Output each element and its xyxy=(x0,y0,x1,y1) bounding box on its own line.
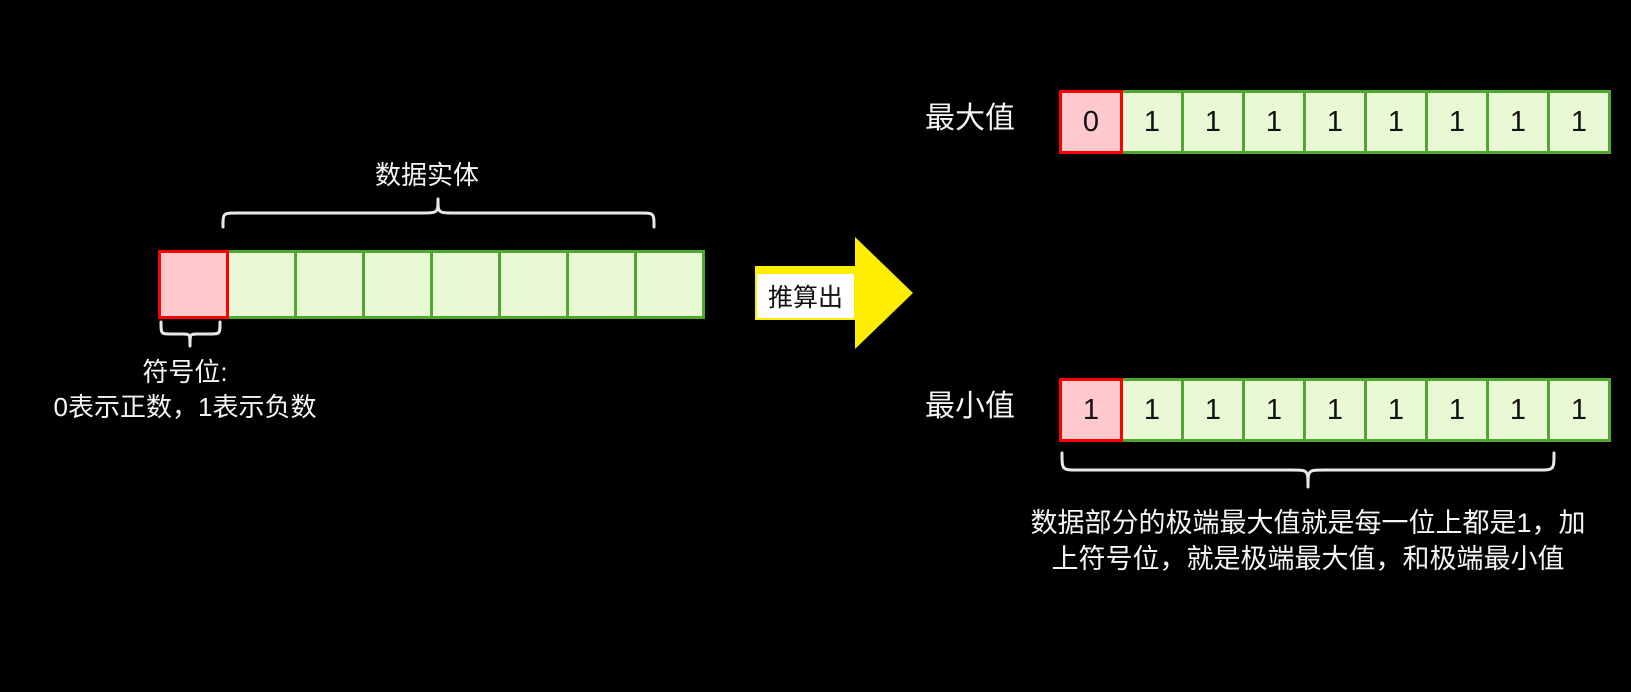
min-data-bit-cell: 1 xyxy=(1242,378,1306,442)
max-data-bit-cell: 1 xyxy=(1120,90,1184,154)
data-bit-cell xyxy=(498,250,569,319)
byte-row xyxy=(158,250,705,319)
max-data-bit-cell: 1 xyxy=(1364,90,1428,154)
max-data-bit-cell: 1 xyxy=(1303,90,1367,154)
min-sign-bit-cell: 1 xyxy=(1059,378,1123,442)
max-value-row: 0 1 1 1 1 1 1 1 1 xyxy=(1059,90,1611,154)
data-bit-cell xyxy=(226,250,297,319)
max-data-bit-cell: 1 xyxy=(1486,90,1550,154)
min-data-bit-cell: 1 xyxy=(1486,378,1550,442)
data-entity-label: 数据实体 xyxy=(374,160,479,190)
max-sign-bit-cell: 0 xyxy=(1059,90,1123,154)
sign-bit-cell xyxy=(158,250,229,319)
max-data-bit-cell: 1 xyxy=(1547,90,1611,154)
data-bit-cell xyxy=(634,250,705,319)
min-value-label: 最小值 xyxy=(925,390,1015,423)
min-data-bit-cell: 1 xyxy=(1181,378,1245,442)
caption-line-2: 上符号位，就是极端最大值，和极端最小值 xyxy=(1051,543,1565,574)
data-entity-overbrace-icon xyxy=(221,197,656,229)
data-bit-cell xyxy=(362,250,433,319)
data-bit-cell xyxy=(294,250,365,319)
min-data-bit-cell: 1 xyxy=(1364,378,1428,442)
max-value-label: 最大值 xyxy=(925,102,1015,135)
caption-line-1: 数据部分的极端最大值就是每一位上都是1，加 xyxy=(1030,508,1586,538)
min-data-bit-cell: 1 xyxy=(1425,378,1489,442)
sign-note: 符号位: 0表示正数，1表示负数 xyxy=(3,355,367,425)
caption: 数据部分的极端最大值就是每一位上都是1，加 上符号位，就是极端最大值，和极端最小… xyxy=(1008,506,1608,577)
data-bit-cell xyxy=(566,250,637,319)
min-data-bit-cell: 1 xyxy=(1547,378,1611,442)
min-row-underbrace-icon xyxy=(1060,451,1556,489)
min-data-bit-cell: 1 xyxy=(1120,378,1184,442)
max-data-bit-cell: 1 xyxy=(1242,90,1306,154)
min-value-row: 1 1 1 1 1 1 1 1 1 xyxy=(1059,378,1611,442)
sign-note-title: 符号位: xyxy=(142,357,228,387)
data-bit-cell xyxy=(430,250,501,319)
max-data-bit-cell: 1 xyxy=(1425,90,1489,154)
sign-bit-underbrace-icon xyxy=(159,320,222,348)
derive-arrow-label: 推算出 xyxy=(757,274,855,318)
min-data-bit-cell: 1 xyxy=(1303,378,1367,442)
max-data-bit-cell: 1 xyxy=(1181,90,1245,154)
sign-note-body: 0表示正数，1表示负数 xyxy=(53,392,317,423)
